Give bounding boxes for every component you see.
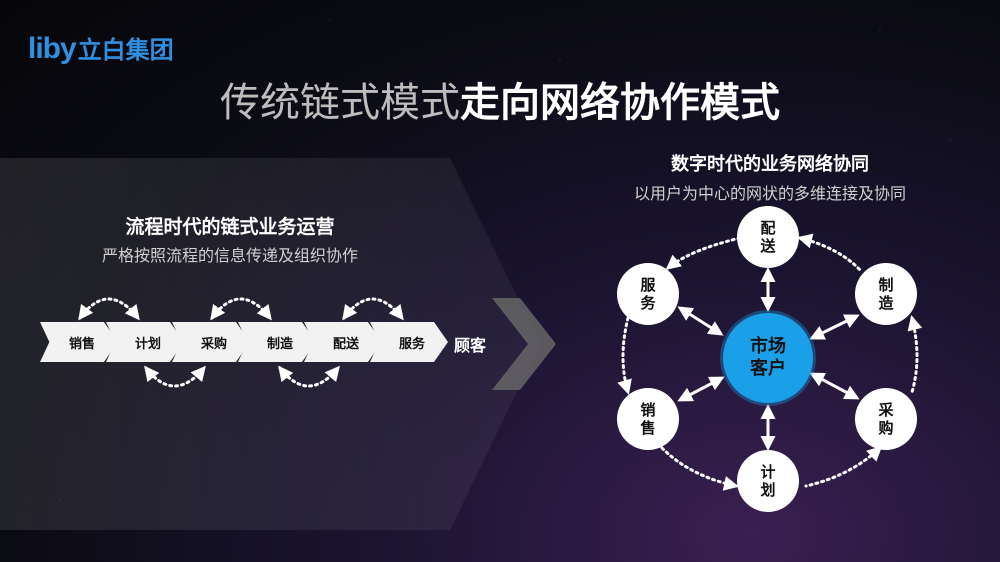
loop-bottom-2: [278, 365, 340, 388]
node-delivery: 配送: [737, 206, 799, 268]
chain-step-manufacture: 制造: [238, 322, 316, 362]
chain-step-label: 服务: [398, 336, 425, 352]
chain-step-service: 服务: [370, 322, 448, 362]
title-part-1: 传统链式模式: [220, 80, 460, 126]
node-manufacture: 制造: [855, 263, 917, 325]
center-node-market-customer: 市场客户: [723, 313, 813, 403]
node-plan: 计划: [737, 450, 799, 512]
chain-step-delivery: 配送: [304, 322, 382, 362]
spoke-bottom-left: [677, 376, 725, 402]
node-sales: 销售: [617, 388, 679, 450]
right-subtitle: 以用户为中心的网状的多维连接及协同: [633, 184, 906, 203]
loop-top-3: [342, 297, 404, 321]
title-part-2: 走向网络协作模式: [460, 80, 780, 126]
ring-bottom-to-bottomright: [804, 445, 883, 488]
ring-topleft-to-bottomleft: [617, 316, 632, 395]
node-purchase: 采购: [855, 388, 917, 450]
node-label: 服务: [640, 276, 656, 312]
spoke-top-left: [677, 306, 724, 336]
left-subtitle: 严格按照流程的信息传递及组织协作: [101, 246, 358, 265]
loop-top-1: [78, 297, 140, 321]
chain-step-purchase: 采购: [172, 322, 250, 362]
node-label: 销售: [640, 401, 656, 437]
ring-topright-to-top: [797, 233, 864, 274]
chain-step-plan: 计划: [106, 322, 184, 362]
chain-step-label: 销售: [68, 336, 95, 352]
ring-bottomleft-to-bottom: [660, 446, 739, 491]
node-label: 采购: [878, 401, 894, 437]
right-title: 数字时代的业务网络协同: [671, 154, 869, 175]
center-label: 市场客户: [750, 336, 786, 379]
ring-bottomright-to-topright: [907, 315, 923, 394]
node-service: 服务: [617, 263, 679, 325]
page-title: 传统链式模式走向网络协作模式: [0, 70, 1000, 128]
chain-step-label: 计划: [134, 336, 161, 352]
logo-english: liby: [28, 32, 77, 65]
ring-top-to-topleft: [665, 236, 742, 270]
chain-step-label: 配送: [332, 336, 359, 352]
node-label: 计划: [760, 463, 776, 499]
spoke-bottom-right: [809, 372, 860, 400]
chain-end-customer: 顾客: [454, 336, 487, 355]
logo-chinese: 立白集团: [77, 36, 174, 64]
chain-step-sales: 销售: [40, 322, 118, 362]
chain-step-label: 制造: [266, 336, 293, 352]
chain-step-label: 采购: [200, 336, 227, 352]
node-label: 配送: [760, 219, 776, 255]
node-label: 制造: [878, 276, 894, 312]
brand-logo: liby 立白集团: [28, 30, 174, 66]
left-title: 流程时代的链式业务运营: [125, 216, 335, 238]
spoke-top-right: [809, 314, 860, 340]
loop-top-2: [210, 297, 272, 321]
loop-bottom-1: [144, 365, 206, 388]
